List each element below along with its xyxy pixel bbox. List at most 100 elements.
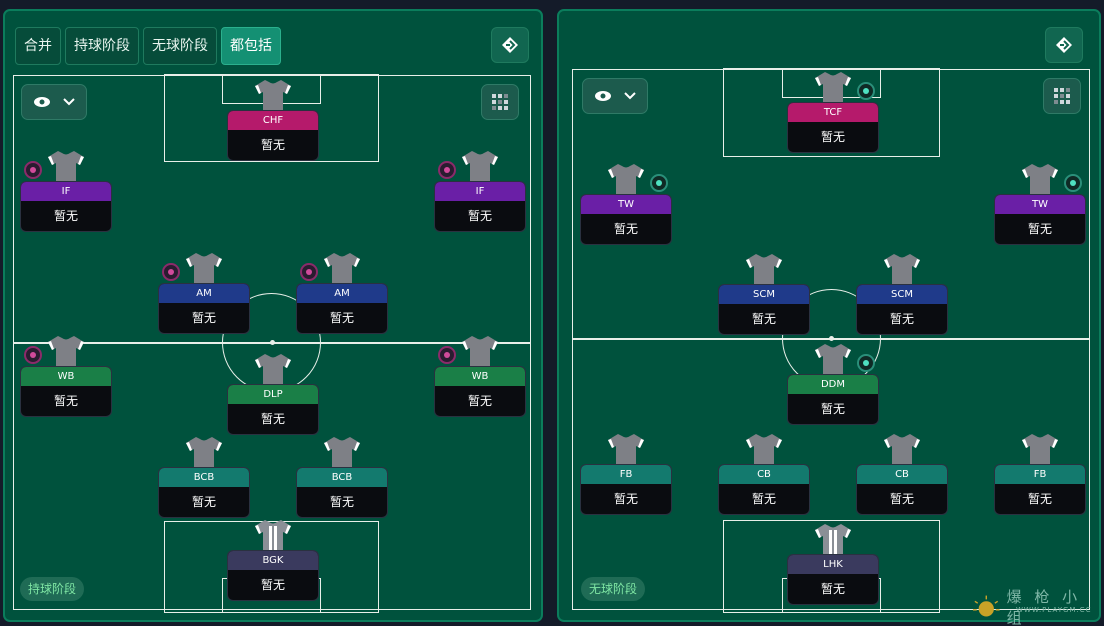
role-card[interactable]: AM 暂无: [158, 283, 250, 334]
player-name: 暂无: [53, 394, 78, 408]
jersey-icon: [744, 432, 784, 468]
role-label: AM: [297, 284, 387, 303]
player-name: 暂无: [260, 578, 285, 592]
duty-indicator-icon: [24, 161, 42, 179]
watermark: 爆 枪 小 组 WWW.PLAYGM.CC: [972, 586, 1104, 626]
jersey-icon: [460, 334, 500, 370]
role-card[interactable]: TW 暂无: [994, 194, 1086, 245]
jersey-icon: [882, 432, 922, 468]
role-label: SCM: [857, 285, 947, 304]
role-label: AM: [159, 284, 249, 303]
player-name: 暂无: [191, 495, 216, 509]
player-name: 暂无: [820, 402, 845, 416]
role-label: WB: [435, 367, 525, 386]
role-label: TW: [995, 195, 1085, 214]
tactics-board-button-right[interactable]: [1045, 27, 1083, 63]
role-card[interactable]: WB 暂无: [20, 366, 112, 417]
role-card[interactable]: SCM 暂无: [856, 284, 948, 335]
jersey-icon: [253, 78, 293, 114]
duty-indicator-icon: [162, 263, 180, 281]
role-card[interactable]: IF 暂无: [20, 181, 112, 232]
role-label: WB: [21, 367, 111, 386]
role-label: BCB: [159, 468, 249, 487]
role-card[interactable]: CB 暂无: [718, 464, 810, 515]
player-name: 暂无: [820, 582, 845, 596]
player-name: 暂无: [1027, 222, 1052, 236]
player-name: 暂无: [260, 138, 285, 152]
role-label: TW: [581, 195, 671, 214]
role-label: TCF: [788, 103, 878, 122]
role-card[interactable]: BGK 暂无: [227, 550, 319, 601]
role-label: LHK: [788, 555, 878, 574]
role-label: DLP: [228, 385, 318, 404]
phase-label: 无球阶段: [581, 577, 646, 601]
tab-combined[interactable]: 合并: [15, 27, 61, 65]
player-name: 暂无: [613, 222, 638, 236]
player-name: 暂无: [53, 209, 78, 223]
duty-indicator-icon: [857, 82, 875, 100]
player-name: 暂无: [467, 394, 492, 408]
role-label: CHF: [228, 111, 318, 130]
jersey-icon: [813, 522, 853, 558]
chevron-down-icon: [624, 92, 636, 100]
duty-indicator-icon: [24, 346, 42, 364]
jersey-icon: [253, 518, 293, 554]
role-card[interactable]: DDM 暂无: [787, 374, 879, 425]
eye-icon: [595, 91, 611, 101]
role-label: CB: [719, 465, 809, 484]
player-name: 暂无: [889, 312, 914, 326]
role-card[interactable]: BCB 暂无: [158, 467, 250, 518]
role-label: DDM: [788, 375, 878, 394]
role-card[interactable]: LHK 暂无: [787, 554, 879, 605]
jersey-icon: [1020, 432, 1060, 468]
role-card[interactable]: TW 暂无: [580, 194, 672, 245]
player-name: 暂无: [329, 311, 354, 325]
role-label: FB: [995, 465, 1085, 484]
jersey-icon: [184, 435, 224, 471]
duty-indicator-icon: [438, 346, 456, 364]
jersey-icon: [184, 251, 224, 287]
jersey-icon: [322, 251, 362, 287]
grid-view-button[interactable]: [481, 84, 519, 120]
jersey-icon: [460, 149, 500, 185]
role-label: IF: [21, 182, 111, 201]
role-card[interactable]: WB 暂无: [434, 366, 526, 417]
tactics-board-icon: [502, 37, 518, 53]
duty-indicator-icon: [650, 174, 668, 192]
duty-indicator-icon: [300, 263, 318, 281]
jersey-icon: [1020, 162, 1060, 198]
player-name: 暂无: [751, 312, 776, 326]
chevron-down-icon: [63, 98, 75, 106]
tab-in-possession[interactable]: 持球阶段: [65, 27, 139, 65]
duty-indicator-icon: [1064, 174, 1082, 192]
visibility-dropdown[interactable]: [21, 84, 87, 120]
player-name: 暂无: [467, 209, 492, 223]
grid-view-button-right[interactable]: [1043, 78, 1081, 114]
visibility-dropdown-right[interactable]: [582, 78, 648, 114]
role-card[interactable]: TCF 暂无: [787, 102, 879, 153]
tactics-board-icon: [1056, 37, 1072, 53]
tab-out-of-possession[interactable]: 无球阶段: [143, 27, 217, 65]
tactics-board-button[interactable]: [491, 27, 529, 63]
player-name: 暂无: [751, 492, 776, 506]
player-name: 暂无: [613, 492, 638, 506]
role-label: BGK: [228, 551, 318, 570]
grid-icon: [1054, 88, 1070, 104]
phase-label: 持球阶段: [20, 577, 85, 601]
role-card[interactable]: AM 暂无: [296, 283, 388, 334]
player-name: 暂无: [191, 311, 216, 325]
player-name: 暂无: [820, 130, 845, 144]
player-name: 暂无: [889, 492, 914, 506]
jersey-icon: [322, 435, 362, 471]
tab-all[interactable]: 都包括: [221, 27, 281, 65]
role-card[interactable]: CHF 暂无: [227, 110, 319, 161]
